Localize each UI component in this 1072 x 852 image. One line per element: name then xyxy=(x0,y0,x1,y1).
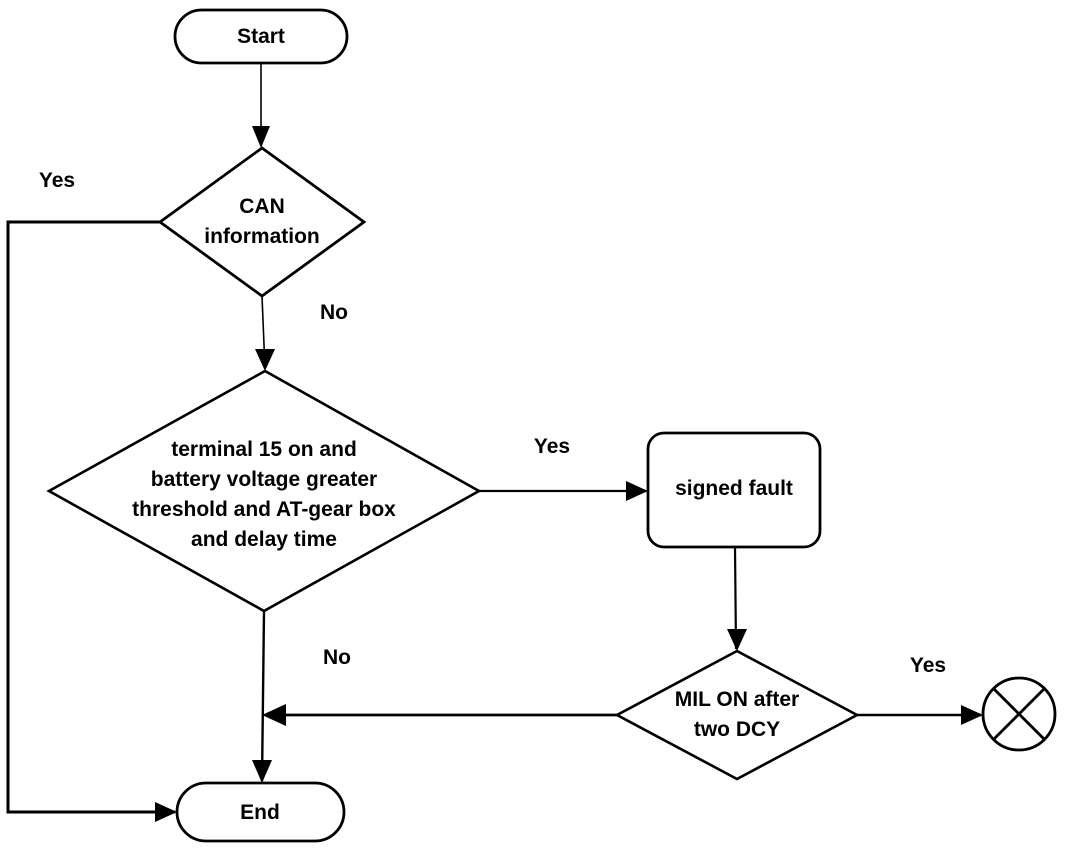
signed-fault-label: signed fault xyxy=(675,477,793,500)
arrowhead-into-mil-icon xyxy=(727,629,747,651)
can-yes-edge-label: Yes xyxy=(38,169,76,192)
signed-fault-process-shape xyxy=(646,431,822,549)
start-node-label: Start xyxy=(237,25,285,48)
arrowhead-into-circlex-icon xyxy=(961,705,983,725)
arrowhead-into-end-top-icon xyxy=(252,760,272,783)
terminal-decision-label: terminal 15 on and battery voltage great… xyxy=(132,438,396,551)
mil-decision-label: MIL ON after two DCY xyxy=(674,688,800,741)
circle-x-icon xyxy=(981,676,1057,752)
arrowhead-into-can-icon xyxy=(252,126,270,148)
terminal-decision-shape xyxy=(46,369,482,613)
arrowhead-mil-no-junction-icon xyxy=(262,704,286,726)
can-decision-shape xyxy=(157,146,367,298)
edge-terminal-no-to-end xyxy=(260,610,266,782)
arrowhead-into-end-left-icon xyxy=(155,802,177,822)
terminal-no-edge-label: No xyxy=(323,646,351,669)
start-terminator-shape xyxy=(173,8,349,65)
mil-yes-edge-label: Yes xyxy=(909,654,947,677)
arrowhead-into-signedfault-icon xyxy=(626,481,648,501)
end-node-label: End xyxy=(240,801,280,824)
can-decision-label: CAN information xyxy=(204,195,320,248)
can-no-edge-label: No xyxy=(320,301,348,324)
terminal-yes-edge-label: Yes xyxy=(533,435,571,458)
edge-can-yes-to-end xyxy=(6,220,175,814)
end-terminator-shape xyxy=(175,781,346,843)
mil-decision-shape xyxy=(614,649,860,781)
arrowhead-into-terminal-icon xyxy=(255,349,275,371)
